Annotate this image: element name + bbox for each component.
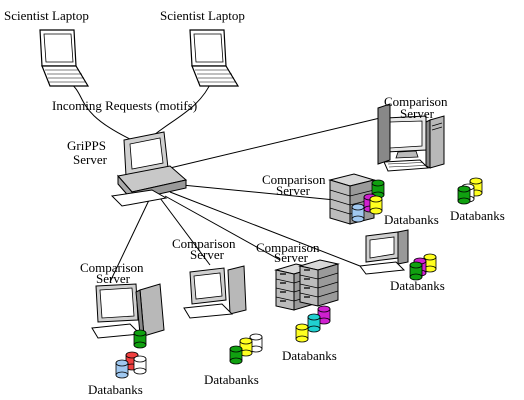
server-top-right-db-label: Databanks <box>450 208 505 223</box>
server-bottom-rack: Comparison Server Databanks <box>256 240 339 363</box>
gripps-label-line2: Server <box>73 152 108 167</box>
edge-gripps-to-bottom-mid <box>159 197 211 266</box>
server-mid-right-label-line2: Server <box>276 183 311 198</box>
laptop-left: Scientist Laptop <box>4 8 89 87</box>
server-bottom-left: Comparison Server Databanks <box>80 260 165 397</box>
gripps-label-line1: GriPPS <box>67 138 106 153</box>
server-top-right: Comparison Server Databanks <box>377 94 505 223</box>
server-mid-right-label-line1: Comparison <box>262 172 326 187</box>
server-bottom-mid-label-line2: Server <box>190 247 225 262</box>
server-bottom-mid-databanks <box>229 333 263 365</box>
edge-gripps-to-small-right <box>169 191 361 267</box>
server-bottom-rack-label-line2: Server <box>274 250 309 265</box>
server-top-right-databanks <box>457 177 483 205</box>
server-small-right-databanks <box>409 253 437 281</box>
gripps-server: GriPPS Server <box>67 131 188 207</box>
server-bottom-mid: Comparison Server Databanks <box>172 236 263 387</box>
laptop-right-label: Scientist Laptop <box>160 8 245 23</box>
edge-gripps-to-rack <box>164 195 281 261</box>
server-top-right-label-line1: Comparison <box>384 94 448 109</box>
server-small-right-db-label: Databanks <box>390 278 445 293</box>
laptop-left-label: Scientist Laptop <box>4 8 89 23</box>
edge-gripps-to-bottom-left <box>109 197 151 283</box>
server-small-right: Databanks <box>359 229 445 293</box>
server-bottom-mid-db-label: Databanks <box>204 372 259 387</box>
server-bottom-rack-db-label: Databanks <box>282 348 337 363</box>
incoming-requests-label: Incoming Requests (motifs) <box>52 98 197 113</box>
connection-lines <box>65 79 381 283</box>
server-mid-right: Comparison Server Databanks <box>262 172 439 227</box>
edge-gripps-to-top-right <box>169 117 381 169</box>
edge-gripps-to-mid-right <box>181 184 336 201</box>
server-bottom-left-label-line2: Server <box>96 271 131 286</box>
server-bottom-rack-label-line1: Comparison <box>256 240 320 255</box>
server-mid-right-db-label: Databanks <box>384 212 439 227</box>
server-bottom-left-databanks <box>115 329 147 379</box>
server-bottom-rack-databanks <box>295 305 331 343</box>
laptop-right: Scientist Laptop <box>160 8 245 87</box>
server-bottom-mid-label-line1: Comparison <box>172 236 236 251</box>
server-bottom-left-label-line1: Comparison <box>80 260 144 275</box>
server-top-right-label-line2: Server <box>400 106 435 121</box>
server-bottom-left-db-label: Databanks <box>88 382 143 397</box>
